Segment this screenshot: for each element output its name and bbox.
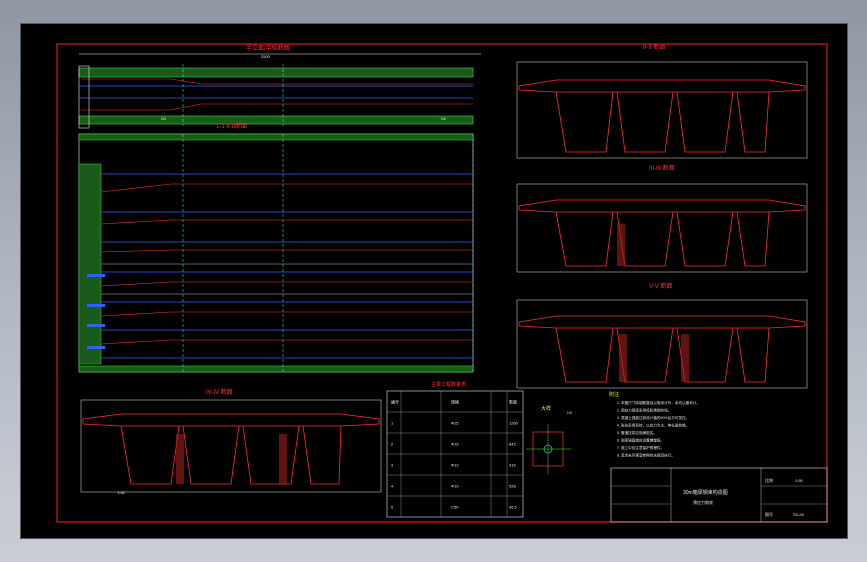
table-cell: Φ16: [451, 442, 459, 447]
cross-section-3: V-V 断面: [516, 282, 808, 389]
note-line: 2. 预应力钢束采用低松弛钢绞线。: [617, 408, 671, 413]
note-line: 3. 混凝土强度达到设计值的90%后方可张拉。: [617, 415, 689, 420]
drawing-svg: 半立面/半纵断面 2500 N1 N2 1-1 II-II断面: [56, 43, 828, 523]
drawing-name: 30m箱梁钢束构造图: [683, 489, 728, 496]
title-block: 30m箱梁钢束构造图 预应力钢束 比例 1:50 图号 S3-26: [610, 467, 828, 523]
table-cell: 编号: [391, 399, 399, 405]
note-line: 1. 本图尺寸除钢筋直径以毫米计外，余均以厘米计。: [617, 400, 700, 405]
table-cell: Φ12: [451, 463, 459, 468]
table-cell: Φ25: [451, 421, 459, 426]
notes-block: 附注 1. 本图尺寸除钢筋直径以毫米计外，余均以厘米计。 2. 预应力钢束采用低松…: [609, 391, 700, 458]
drawing-subtitle: 预应力钢束: [693, 499, 713, 505]
table-cell: 528: [509, 484, 516, 489]
table-cell: C50: [451, 505, 459, 510]
table-cell: 5: [391, 505, 394, 510]
table-cell: 规格: [451, 399, 459, 405]
detail-callout: N5: [567, 410, 573, 415]
detail-title: 大样: [541, 405, 551, 412]
rebar-label-n2: N2: [441, 116, 447, 121]
rebar-label-n1: N1: [161, 116, 167, 121]
section-iii-title: V-V 断面: [649, 282, 672, 290]
cross-section-bottom: IV-IV 断面 1:50: [80, 388, 382, 495]
plan-view: 1-1 II-II断面: [78, 122, 474, 373]
section-iv-scale: 1:50: [117, 490, 126, 495]
table-cell: 842: [509, 442, 516, 447]
scale-value: 1:50: [795, 478, 804, 483]
sheet-label: 图号: [765, 511, 773, 517]
table-cell: 4: [391, 484, 394, 489]
section-ii-title: III-III 断面: [649, 164, 675, 172]
table-cell: 3: [391, 463, 394, 468]
note-line: 7. 施工中应注意保护预埋件。: [617, 445, 664, 450]
note-line: 5. 管道压浆应饱满密实。: [617, 430, 657, 435]
table-cell: 数量: [509, 399, 517, 405]
span-label: 2500: [261, 54, 271, 59]
note-line: 8. 其余未尽事宜参照有关规范执行。: [617, 453, 675, 458]
scale-label: 比例: [765, 477, 773, 483]
table-title: 主梁工程数量表: [431, 381, 466, 388]
elevation-view: 半立面/半纵断面 2500 N1 N2: [78, 44, 481, 129]
section-i-title: II-II 断面: [643, 43, 665, 51]
note-line: 4. 张拉采用双控，以应力为主，伸长量校核。: [617, 423, 689, 428]
table-cell: 315: [509, 463, 516, 468]
notes-title: 附注: [609, 391, 619, 398]
table-cell: Φ10: [451, 484, 459, 489]
cross-section-2: III-III 断面: [516, 164, 808, 273]
cross-section-1: II-II 断面: [516, 43, 808, 159]
table-cell: 96.5: [509, 505, 518, 510]
cad-drawing-canvas[interactable]: 半立面/半纵断面 2500 N1 N2 1-1 II-II断面: [20, 23, 848, 539]
table-cell: 1: [391, 421, 394, 426]
plan-title: 1-1 II-II断面: [216, 122, 247, 130]
detail-view: 大样 N5: [526, 405, 573, 474]
drawing-frame: [56, 43, 828, 523]
note-line: 6. 钢束锚固端应设置螺旋筋。: [617, 438, 664, 443]
section-iv-title: IV-IV 断面: [206, 388, 233, 396]
table-cell: 2: [391, 442, 394, 447]
sheet-value: S3-26: [793, 512, 804, 517]
elevation-title: 半立面/半纵断面: [246, 44, 290, 52]
quantity-table: 主梁工程数量表 编号 规格 数量 1 Φ25 1260 2 Φ16 842 3 Φ12 315 4 Φ10…: [386, 381, 524, 518]
table-cell: 1260: [509, 421, 519, 426]
